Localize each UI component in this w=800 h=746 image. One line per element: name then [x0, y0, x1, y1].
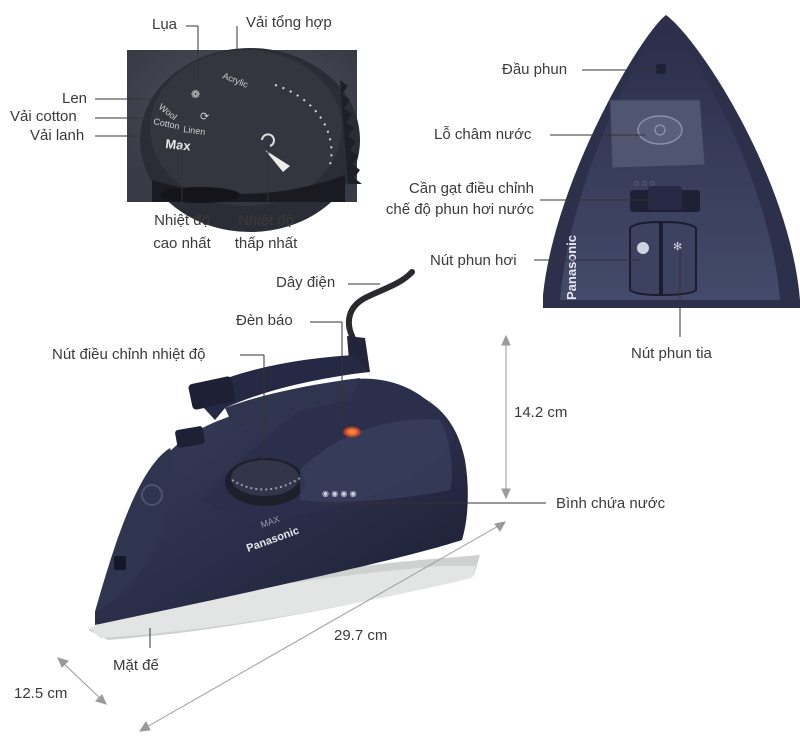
topview-brand-text: Panasonic — [564, 235, 579, 300]
label-steam-lever-line1: Cần gạt điều chỉnh — [408, 180, 534, 197]
svg-text:◌ ◌ ◌: ◌ ◌ ◌ — [634, 178, 655, 188]
label-max-temp-line1: Nhiệt độ — [154, 212, 210, 229]
label-max-temp-line2: cao nhất — [153, 235, 211, 252]
label-water-inlet: Lỗ châm nước — [434, 126, 532, 143]
label-water-tank: Bình chứa nước — [556, 495, 666, 512]
label-linen: Vải lanh — [30, 127, 85, 144]
dimension-arrows — [57, 334, 511, 732]
label-spray-button: Nút phun tia — [631, 345, 712, 362]
svg-text:✻: ✻ — [673, 241, 682, 253]
label-steam-lever: Cần gạt điều chỉnh chế độ phun hơi nước — [344, 180, 534, 219]
label-synthetic: Vải tổng hợp — [246, 14, 332, 31]
label-nozzle: Đầu phun — [502, 61, 568, 78]
svg-text:❁: ❁ — [191, 89, 200, 101]
label-steam-lever-line2: chế độ phun hơi nước — [385, 201, 534, 218]
label-max-temp: Nhiệt độ cao nhất — [140, 212, 224, 253]
iron-main-illustration: ◉ ◉ ◉ ◉ MAX Panasonic — [88, 269, 480, 640]
label-cotton: Vải cotton — [10, 108, 77, 125]
label-silk: Lụa — [152, 16, 178, 33]
label-sole-plate: Mặt đế — [113, 657, 159, 674]
dial-text-linen: Linen — [183, 124, 206, 137]
dial-closeup-inset: Acrylic Wool Cotton Linen Max ❁ ⟳ — [127, 48, 362, 232]
label-min-temp: Nhiệt độ thấp nhất — [224, 212, 308, 253]
label-indicator-light: Đèn báo — [236, 312, 293, 329]
topview-inset: ◌ ◌ ◌ ✻ Panasonic — [543, 0, 800, 308]
svg-text:◉ ◉ ◉ ◉: ◉ ◉ ◉ ◉ — [322, 489, 357, 498]
label-power-cord: Dây điện — [276, 274, 336, 291]
dial-text-max: Max — [165, 136, 192, 154]
label-wool: Len — [62, 90, 88, 107]
label-temp-dial: Nút điều chỉnh nhiệt độ — [52, 346, 206, 363]
svg-text:⟳: ⟳ — [200, 111, 209, 123]
dimension-length: 29.7 cm — [334, 627, 388, 644]
label-min-temp-line2: thấp nhất — [234, 235, 298, 252]
label-min-temp-line1: Nhiệt độ — [238, 212, 294, 229]
label-steam-button: Nút phun hơi — [430, 252, 517, 269]
dimension-height: 14.2 cm — [514, 404, 568, 421]
dimension-width: 12.5 cm — [14, 685, 68, 702]
leader-lines — [95, 25, 681, 648]
